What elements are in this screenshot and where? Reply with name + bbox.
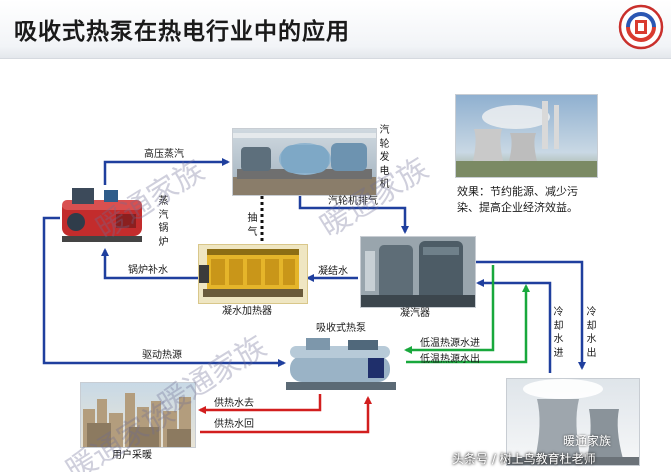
condenser-image	[360, 236, 476, 308]
cooling-tower-icon	[507, 379, 639, 465]
condensate-label: 凝结水	[318, 266, 348, 277]
heat-pump-label: 吸收式热泵	[316, 323, 366, 334]
hp-steam-label: 高压蒸汽	[144, 149, 184, 160]
cooling-tower-image	[506, 378, 640, 466]
heat-pump-icon	[286, 338, 396, 390]
heater-image	[198, 244, 308, 304]
feedwater-label: 锅炉补水	[128, 265, 168, 276]
cool-out-label: 冷却水出	[586, 307, 597, 359]
power-plant-icon	[456, 101, 597, 177]
cool-in-label: 冷却水进	[553, 307, 564, 359]
flow-exhaust	[298, 192, 409, 234]
flow-drive-heat	[42, 216, 286, 367]
effect-text: 效果：节约能源、减少污染、提高企业经济效益。	[457, 185, 578, 214]
power-plant-image	[455, 94, 598, 178]
flow-cool-out	[476, 260, 586, 370]
exhaust-label: 汽轮机排气	[328, 196, 378, 207]
heat-pump-image	[284, 336, 402, 394]
flow-cool-in	[476, 279, 552, 373]
return-label: 供热水回	[214, 419, 254, 430]
brand-mark: 暖通家族	[563, 434, 612, 448]
boiler-image	[56, 186, 152, 246]
heater-icon	[199, 249, 303, 297]
low-temp-out-label: 低温热源水出	[420, 354, 480, 365]
low-temp-in-label: 低温热源水进	[420, 338, 480, 349]
header-bar	[0, 0, 671, 59]
drive-heat-label: 驱动热源	[142, 350, 182, 361]
condenser-icon	[361, 237, 475, 307]
footer-credit: 头条号 / 树上鸟教育杜老师	[452, 452, 596, 466]
flow-low-temp-out	[406, 284, 530, 364]
supply-label: 供热水去	[214, 398, 254, 409]
turbine-image	[232, 128, 377, 196]
user-heating-label: 用户采暖	[112, 450, 152, 461]
flow-supply	[198, 394, 322, 414]
heater-label: 凝水加热器	[222, 306, 272, 317]
logo-icon	[618, 4, 664, 50]
extraction-label: 抽气	[247, 213, 258, 238]
turbine-icon	[233, 133, 376, 195]
boiler-label: 蒸汽锅炉	[158, 196, 169, 248]
boiler-icon	[62, 188, 142, 242]
page-title: 吸收式热泵在热电行业中的应用	[14, 19, 350, 45]
condenser-label: 凝汽器	[400, 308, 430, 319]
flow-hp-steam	[103, 158, 230, 185]
city-icon	[83, 393, 191, 447]
turbine-label: 汽轮发电机	[379, 125, 390, 190]
flow-low-temp-in	[404, 265, 495, 354]
flow-feedwater	[101, 248, 198, 280]
city-image	[80, 382, 196, 448]
flow-return	[200, 396, 372, 434]
